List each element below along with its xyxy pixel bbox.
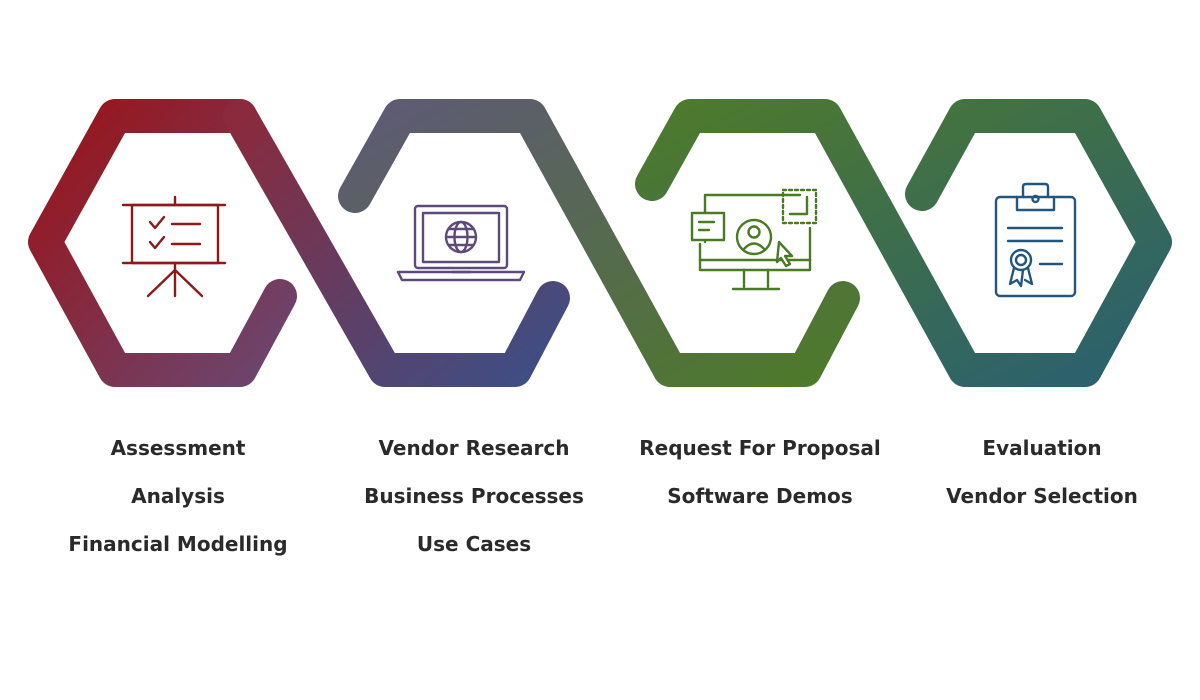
stage-label: Software Demos — [667, 484, 853, 508]
stage-label: Financial Modelling — [68, 532, 288, 556]
stage-label: Evaluation — [982, 436, 1102, 460]
stage-label: Vendor Research — [378, 436, 570, 460]
hexagon-crossing-1 — [223, 99, 570, 387]
monitor-user-cursor-icon — [690, 188, 818, 291]
clipboard-certificate-icon — [994, 182, 1077, 298]
stage-2-labels: Vendor Research Business Processes Use C… — [314, 430, 634, 574]
hexagon-segment-1 — [28, 99, 297, 387]
hexagon-segment-2 — [338, 99, 860, 387]
stage-label: Use Cases — [416, 532, 532, 556]
stage-label: Assessment — [110, 436, 246, 460]
stage-label: Request For Proposal — [639, 436, 881, 460]
stage-3-labels: Request For Proposal Software Demos — [600, 430, 920, 526]
presentation-board-checklist-icon — [121, 195, 227, 298]
laptop-globe-icon — [396, 204, 526, 282]
hexagon-segment-3 — [635, 99, 1172, 387]
stage-label: Analysis — [131, 484, 225, 508]
stage-label: Business Processes — [364, 484, 584, 508]
stage-4-labels: Evaluation Vendor Selection — [882, 430, 1200, 526]
stage-1-labels: Assessment Analysis Financial Modelling — [18, 430, 338, 574]
stage-label: Vendor Selection — [946, 484, 1138, 508]
